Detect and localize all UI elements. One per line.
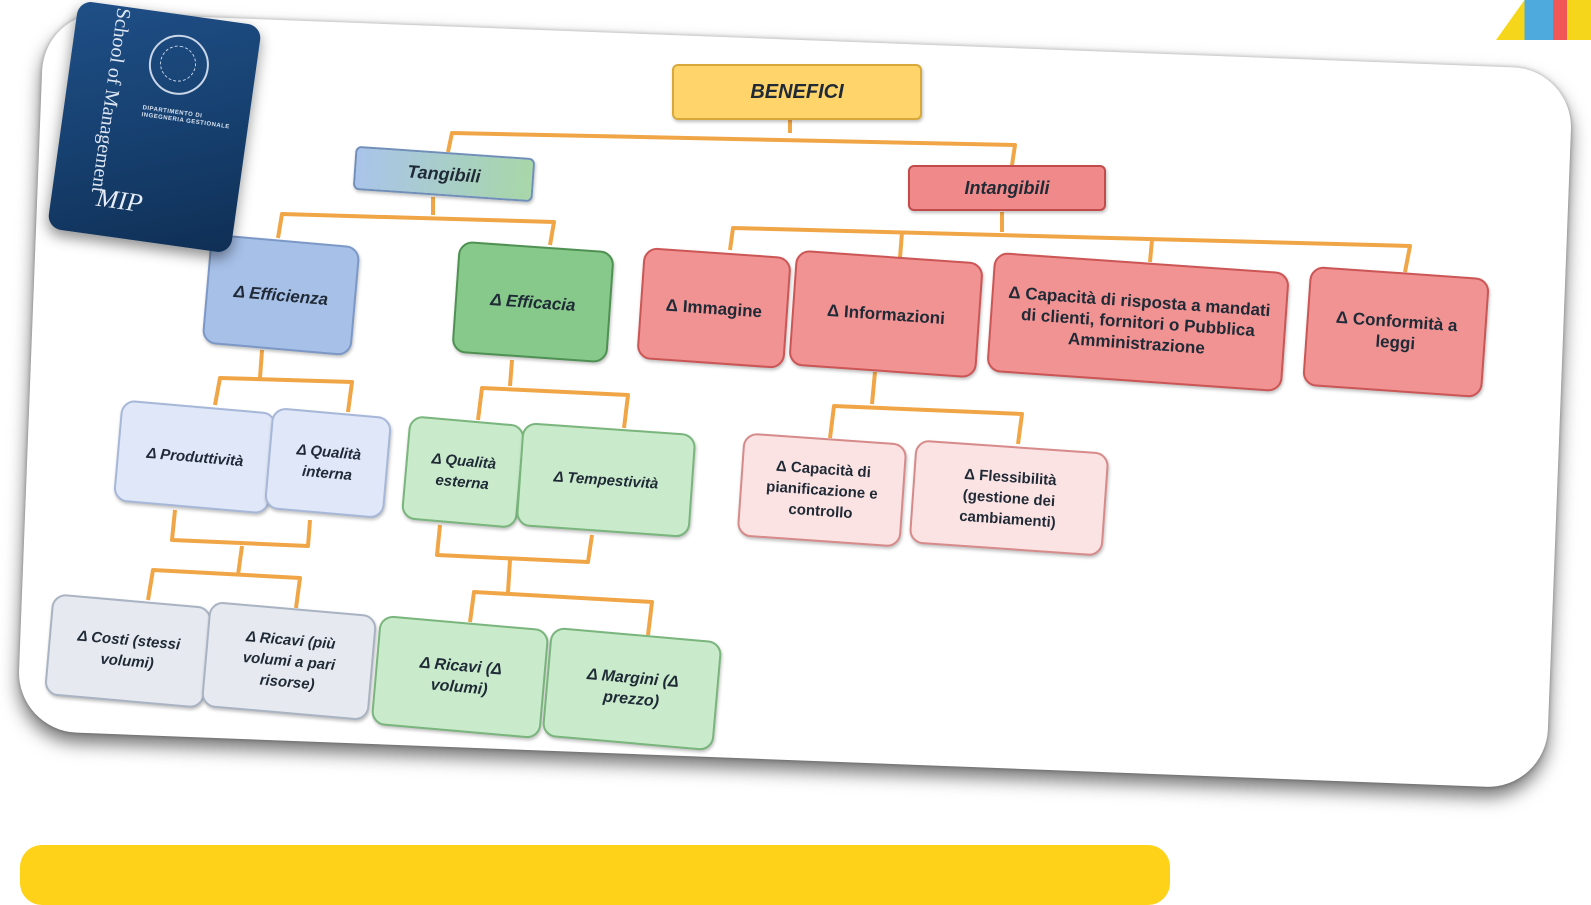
connector-tangibili xyxy=(276,197,556,246)
node-efficacia: Δ Efficacia xyxy=(451,240,615,364)
connector-efficienza-results xyxy=(146,509,312,609)
node-informazioni: Δ Informazioni xyxy=(788,249,984,379)
node-tempestivita: Δ Tempestività xyxy=(515,422,697,538)
node-costi: Δ Costi (stessi volumi) xyxy=(43,593,213,709)
node-qualita-esterna: Δ Qualità esterna xyxy=(400,415,526,529)
node-ricavi-risorse: Δ Ricavi (più volumi a pari risorse) xyxy=(200,600,378,722)
node-immagine: Δ Immagine xyxy=(636,246,792,370)
connector-efficienza xyxy=(213,349,354,413)
connector-root xyxy=(446,120,1017,166)
node-efficienza: Δ Efficienza xyxy=(201,233,361,357)
connector-efficacia-results xyxy=(435,524,654,636)
connector-intangibili xyxy=(728,212,1412,273)
node-ricavi-volumi: Δ Ricavi (Δ volumi) xyxy=(370,614,550,740)
benefits-tree-diagram: BENEFICI Tangibili Intangibili Δ Efficie… xyxy=(43,64,1490,752)
node-qualita-interna: Δ Qualità interna xyxy=(263,406,393,520)
node-benefici: BENEFICI xyxy=(672,64,922,120)
node-margini: Δ Margini (Δ prezzo) xyxy=(541,626,723,752)
node-produttivita: Δ Produttività xyxy=(112,399,278,515)
node-pianificazione: Δ Capacità di pianificazione e controllo xyxy=(736,432,908,548)
mip-logo: MIP xyxy=(94,182,145,218)
node-flessibilita: Δ Flessibilità (gestione dei cambiamenti… xyxy=(908,439,1110,557)
connector-informazioni xyxy=(828,371,1024,445)
connector-lines xyxy=(146,120,1412,636)
node-capacita-risposta: Δ Capacità di risposta a mandati di clie… xyxy=(986,251,1290,393)
connector-efficacia xyxy=(476,359,630,429)
logo-department-text: DIPARTIMENTO DI INGEGNERIA GESTIONALE xyxy=(141,105,231,131)
school-logo-card: School of Management DIPARTIMENTO DI ING… xyxy=(46,0,263,254)
node-intangibili: Intangibili xyxy=(908,165,1106,211)
node-conformita: Δ Conformità a leggi xyxy=(1302,265,1490,399)
university-seal-icon xyxy=(145,30,213,99)
